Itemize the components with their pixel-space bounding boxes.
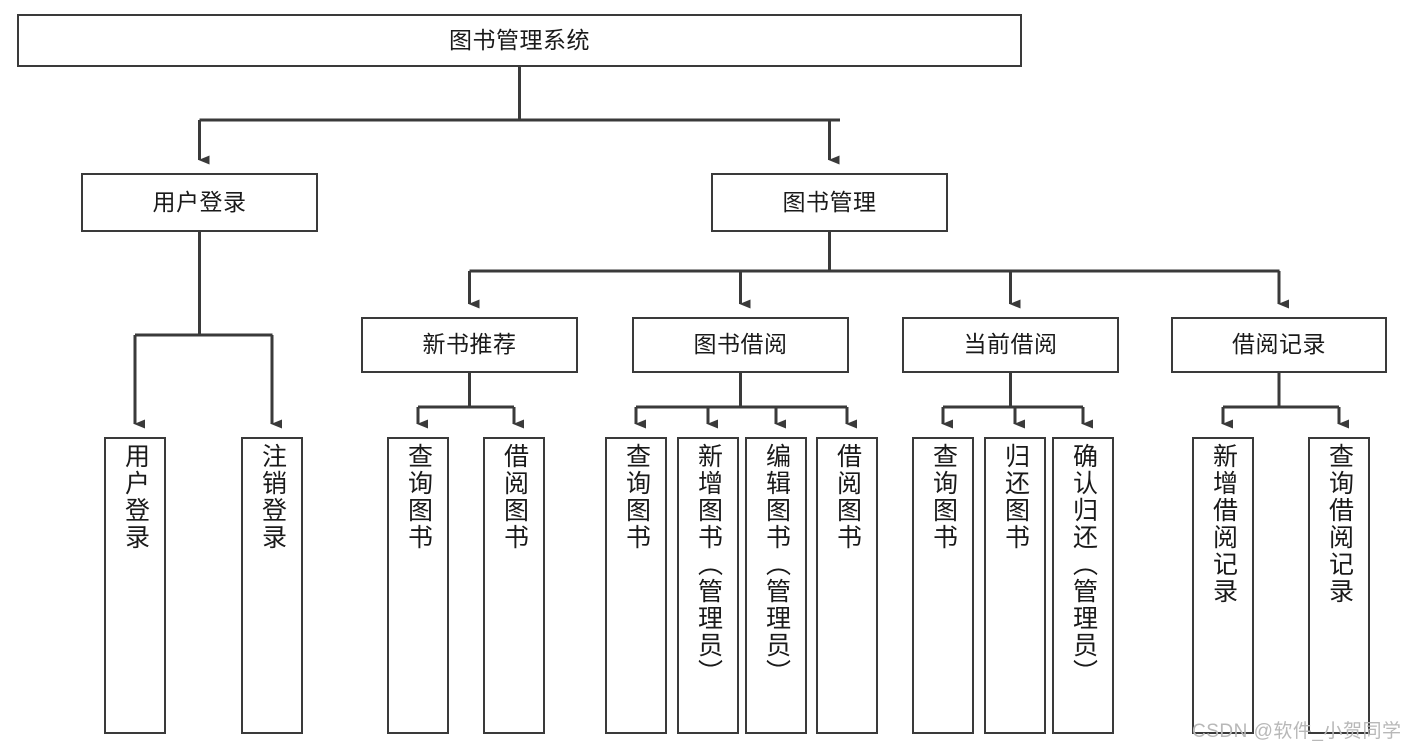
watermark-text: CSDN @软件_小贺同学 bbox=[1192, 721, 1402, 742]
node-leaf-user-login[interactable]: 用户登录 bbox=[104, 437, 166, 734]
node-label: 编辑图书（管理员） bbox=[762, 443, 791, 686]
node-new-book-recommend[interactable]: 新书推荐 bbox=[361, 317, 578, 373]
node-leaf-query-book-current[interactable]: 查询图书 bbox=[912, 437, 974, 734]
node-label: 借阅图书 bbox=[833, 443, 862, 551]
node-label: 新增图书（管理员） bbox=[694, 443, 723, 686]
node-leaf-add-borrow-record[interactable]: 新增借阅记录 bbox=[1192, 437, 1254, 734]
node-label: 查询图书 bbox=[622, 443, 651, 551]
node-root-system[interactable]: 图书管理系统 bbox=[17, 14, 1022, 67]
node-borrow-record[interactable]: 借阅记录 bbox=[1171, 317, 1387, 373]
node-leaf-confirm-return[interactable]: 确认归还（管理员） bbox=[1052, 437, 1114, 734]
node-leaf-add-book[interactable]: 新增图书（管理员） bbox=[677, 437, 739, 734]
node-label: 确认归还（管理员） bbox=[1069, 443, 1098, 686]
node-label: 新增借阅记录 bbox=[1209, 443, 1238, 605]
node-label: 图书借阅 bbox=[693, 331, 788, 358]
node-label: 用户登录 bbox=[121, 443, 150, 551]
node-book-borrow[interactable]: 图书借阅 bbox=[632, 317, 849, 373]
node-label: 注销登录 bbox=[258, 443, 287, 551]
node-label: 查询借阅记录 bbox=[1325, 443, 1354, 605]
node-leaf-query-book-borrow[interactable]: 查询图书 bbox=[605, 437, 667, 734]
node-leaf-return-book[interactable]: 归还图书 bbox=[984, 437, 1046, 734]
node-leaf-query-borrow-record[interactable]: 查询借阅记录 bbox=[1308, 437, 1370, 734]
node-label: 查询图书 bbox=[404, 443, 433, 551]
node-label: 图书管理 bbox=[782, 188, 877, 215]
node-label: 借阅记录 bbox=[1232, 331, 1326, 358]
node-leaf-borrow-book-recommend[interactable]: 借阅图书 bbox=[483, 437, 545, 734]
node-label: 图书管理系统 bbox=[449, 26, 590, 53]
node-leaf-edit-book[interactable]: 编辑图书（管理员） bbox=[745, 437, 807, 734]
node-label: 新书推荐 bbox=[422, 331, 517, 358]
node-user-login[interactable]: 用户登录 bbox=[81, 173, 318, 232]
node-label: 借阅图书 bbox=[500, 443, 529, 551]
node-current-borrow[interactable]: 当前借阅 bbox=[902, 317, 1119, 373]
node-label: 查询图书 bbox=[929, 443, 958, 551]
node-label: 归还图书 bbox=[1001, 443, 1030, 551]
node-leaf-borrow-book[interactable]: 借阅图书 bbox=[816, 437, 878, 734]
node-label: 用户登录 bbox=[152, 188, 247, 215]
node-leaf-query-book-recommend[interactable]: 查询图书 bbox=[387, 437, 449, 734]
node-book-manage[interactable]: 图书管理 bbox=[711, 173, 948, 232]
node-label: 当前借阅 bbox=[963, 331, 1058, 358]
node-leaf-logout[interactable]: 注销登录 bbox=[241, 437, 303, 734]
